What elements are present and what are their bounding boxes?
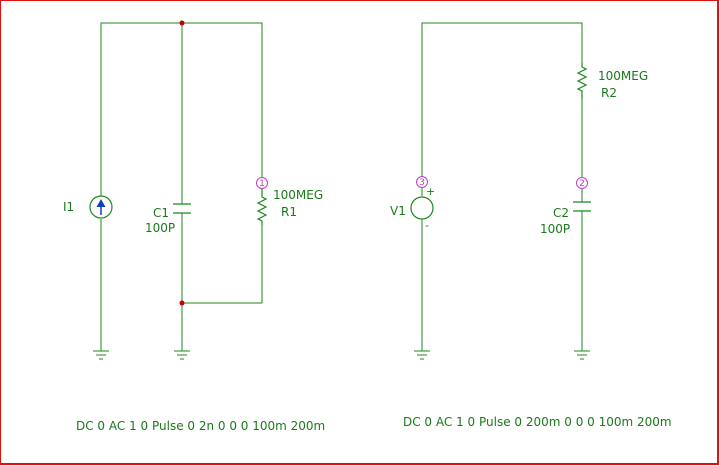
node-1-text: 1 — [259, 179, 265, 189]
c1-value: 100P — [145, 221, 175, 235]
r2-value: 100MEG — [598, 69, 648, 83]
wire-right-top[interactable] — [421, 22, 583, 177]
c1-label: C1 — [153, 206, 169, 220]
r2-label: R2 — [601, 86, 617, 100]
wire-r1-bottom[interactable] — [182, 225, 263, 304]
c2-value: 100P — [540, 222, 570, 236]
voltage-source-v1[interactable] — [410, 196, 434, 220]
junction-dot — [179, 300, 185, 306]
resistor-r2[interactable] — [576, 63, 588, 99]
node-marker-1[interactable]: 1 — [256, 177, 268, 190]
current-source-i1[interactable] — [89, 195, 113, 219]
left-circuit: I1 C1 100P 1 100MEG R1 — [63, 20, 323, 360]
v1-plus: + — [426, 185, 435, 198]
node-2-text: 2 — [579, 179, 585, 189]
v1-label: V1 — [390, 204, 406, 218]
node-marker-3[interactable]: 3 — [416, 176, 428, 189]
arrow-up-icon — [96, 199, 106, 207]
ground-symbol — [174, 350, 190, 360]
junction-dot — [179, 20, 185, 26]
ground-symbol — [93, 350, 109, 360]
r1-value: 100MEG — [273, 188, 323, 202]
right-circuit: 100MEG R2 3 + - V1 2 C2 100P — [390, 22, 648, 360]
node-3-text: 3 — [419, 178, 425, 188]
capacitor-c1[interactable] — [173, 203, 191, 214]
c2-label: C2 — [553, 206, 569, 220]
v1-minus: - — [425, 219, 429, 232]
i1-label: I1 — [63, 200, 74, 214]
ground-symbol — [414, 350, 430, 360]
i1-spec-text: DC 0 AC 1 0 Pulse 0 2n 0 0 0 100m 200m — [76, 419, 325, 433]
v1-spec-text: DC 0 AC 1 0 Pulse 0 200m 0 0 0 100m 200m — [403, 415, 672, 429]
capacitor-c2[interactable] — [573, 201, 591, 212]
ground-symbol — [574, 350, 590, 360]
node-marker-2[interactable]: 2 — [576, 177, 588, 190]
r1-label: R1 — [281, 205, 297, 219]
resistor-r1[interactable] — [256, 189, 268, 225]
